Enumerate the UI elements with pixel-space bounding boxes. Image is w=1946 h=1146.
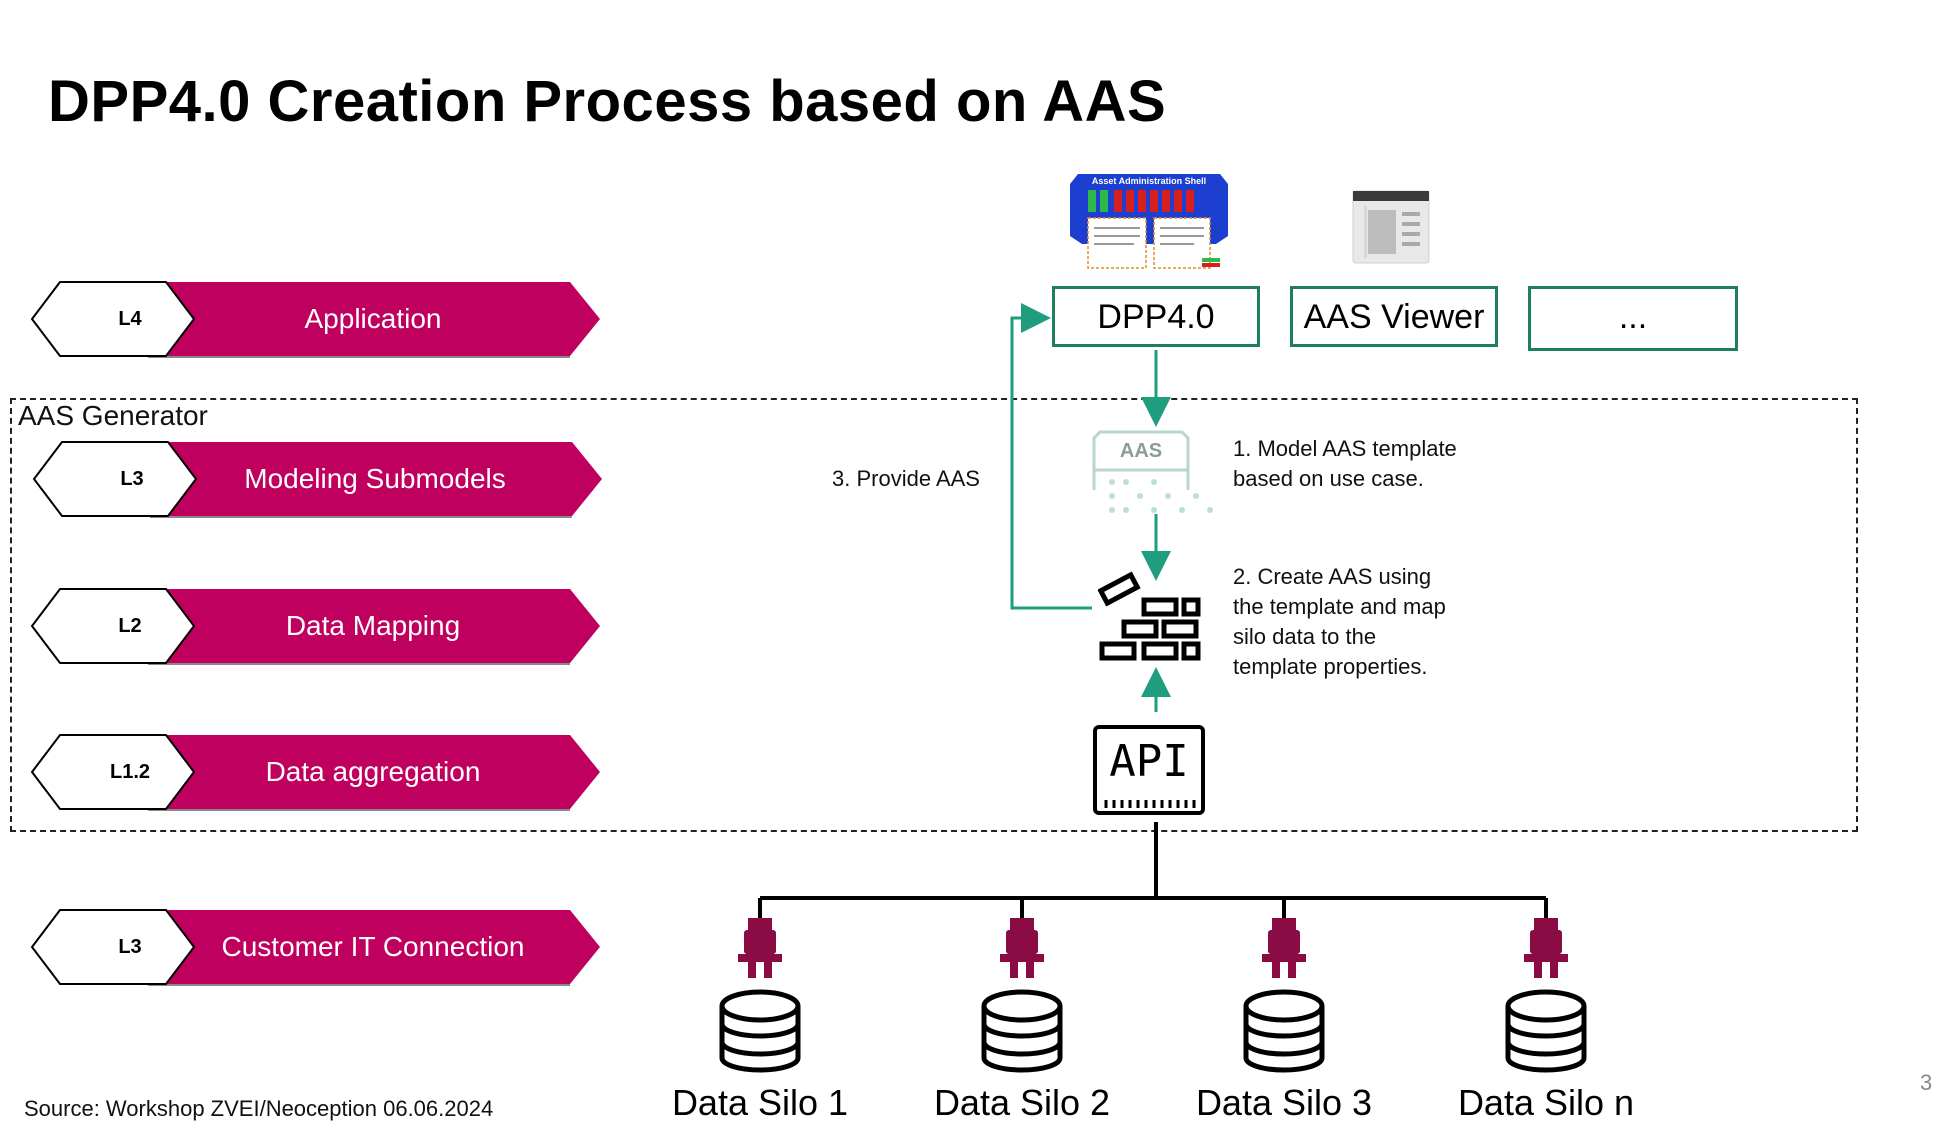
banner-shape xyxy=(30,588,600,665)
aas-template-text: AAS xyxy=(1119,440,1163,462)
layer-banner-aggregation: L1.2 Data aggregation xyxy=(30,733,606,811)
dpp40-box[interactable]: DPP4.0 xyxy=(1052,286,1260,347)
silo-plug-database xyxy=(1505,918,1587,1073)
viewer-window-icon xyxy=(1352,190,1430,264)
more-apps-box[interactable]: ... xyxy=(1528,286,1738,351)
silo-label-3: Data Silo 3 xyxy=(1195,1082,1373,1123)
silo-label-n: Data Silo n xyxy=(1457,1082,1635,1123)
step-1-note: 1. Model AAS template based on use case. xyxy=(1233,436,1457,491)
api-text: API xyxy=(1109,736,1189,787)
aas-shell-icon: Asset Administration Shell xyxy=(1070,174,1228,272)
silo-plug-database xyxy=(981,918,1063,1073)
layer-level: L4 xyxy=(118,308,142,330)
layer-level: L3 xyxy=(118,936,142,958)
aas-generator-label: AAS Generator xyxy=(18,400,208,431)
silo-n xyxy=(1486,918,1606,1078)
banner-shape xyxy=(32,441,602,518)
layer-level: L2 xyxy=(118,615,142,637)
page-title: DPP4.0 Creation Process based on AAS xyxy=(48,69,1167,134)
silo-label-2: Data Silo 2 xyxy=(933,1082,1111,1123)
api-chip-icon: API xyxy=(1092,724,1206,816)
silo-plug-database xyxy=(719,918,801,1073)
step-2-note: 2. Create AAS using the template and map… xyxy=(1233,564,1446,679)
silo-1 xyxy=(700,918,820,1078)
silo-2 xyxy=(962,918,1082,1078)
layer-banner-mapping: L2 Data Mapping xyxy=(30,587,606,665)
silo-plug-database xyxy=(1243,918,1325,1073)
silo-label-1: Data Silo 1 xyxy=(671,1082,849,1123)
aas-generator-group xyxy=(10,398,1858,832)
banner-shape xyxy=(30,734,600,811)
layer-label: Data Mapping xyxy=(285,610,461,641)
layer-level: L3 xyxy=(120,468,144,490)
layer-banner-modeling: L3 Modeling Submodels xyxy=(32,440,608,518)
banner-shape xyxy=(30,281,600,358)
provide-aas-label: 3. Provide AAS xyxy=(832,466,980,491)
aas-shell-heading: Asset Administration Shell xyxy=(1091,176,1207,186)
silo-3 xyxy=(1224,918,1344,1078)
layer-label: Application xyxy=(304,303,442,334)
layer-banner-customer-it: L3 Customer IT Connection xyxy=(30,908,606,986)
aas-viewer-box[interactable]: AAS Viewer xyxy=(1290,286,1498,347)
layer-label: Data aggregation xyxy=(265,756,481,787)
layer-label: Customer IT Connection xyxy=(221,931,525,962)
layer-label: Modeling Submodels xyxy=(244,463,506,494)
layer-level: L1.2 xyxy=(109,761,151,783)
source-note: Source: Workshop ZVEI/Neoception 06.06.2… xyxy=(24,1096,494,1121)
page-number: 3 xyxy=(1920,1070,1933,1095)
banner-shape xyxy=(30,909,600,986)
aas-template-icon: AAS xyxy=(1090,430,1222,514)
builder-bricks-icon xyxy=(1097,568,1204,666)
layer-banner-application: L4 Application xyxy=(30,280,606,358)
